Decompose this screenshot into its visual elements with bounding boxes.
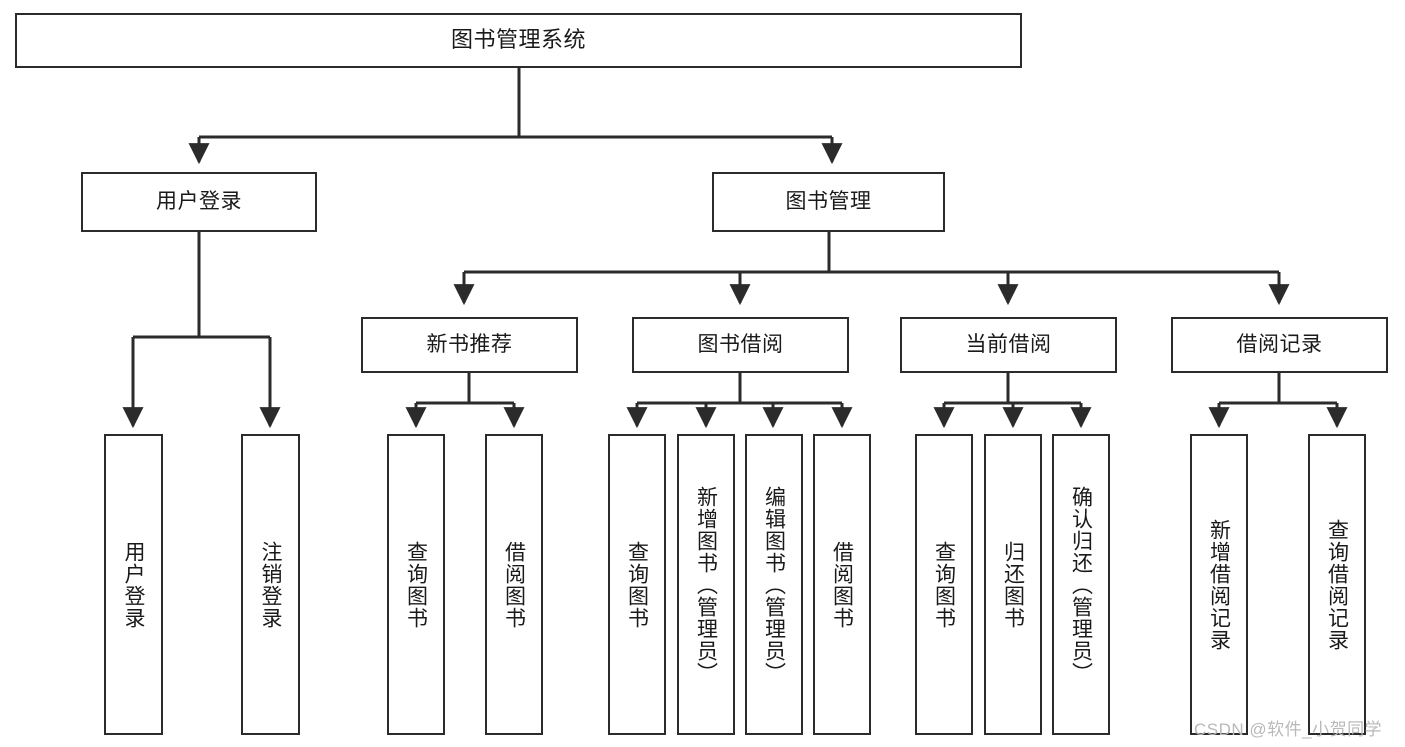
node-label: 用户登录 (122, 540, 145, 629)
node-user-login[interactable]: 用户登录 (81, 172, 317, 232)
node-label: 图书管理系统 (450, 27, 586, 53)
node-label: 查询图书 (625, 540, 649, 629)
node-current-borrow[interactable]: 当前借阅 (900, 317, 1117, 373)
leaf-borrow-edit-book-admin[interactable]: 编辑图书（管理员） (745, 434, 803, 735)
leaf-borrow-borrow-book[interactable]: 借阅图书 (813, 434, 871, 735)
node-label: 确认归还（管理员） (1069, 485, 1093, 684)
leaf-current-return-book[interactable]: 归还图书 (984, 434, 1042, 735)
leaf-user-login[interactable]: 用户登录 (104, 434, 163, 735)
node-label: 借阅图书 (830, 540, 854, 629)
node-label: 编辑图书（管理员） (762, 485, 786, 684)
leaf-record-query-record[interactable]: 查询借阅记录 (1308, 434, 1366, 735)
csdn-watermark: CSDN @软件_小贺同学 (1194, 720, 1383, 739)
node-label: 图书管理 (785, 190, 872, 214)
node-label: 借阅记录 (1236, 333, 1323, 357)
node-label: 新增借阅记录 (1207, 518, 1231, 651)
node-label: 归还图书 (1001, 540, 1025, 629)
node-label: 查询图书 (932, 540, 956, 629)
leaf-current-confirm-return-admin[interactable]: 确认归还（管理员） (1052, 434, 1110, 735)
node-root-system[interactable]: 图书管理系统 (15, 13, 1022, 68)
node-label: 用户登录 (156, 190, 242, 214)
node-book-management[interactable]: 图书管理 (712, 172, 945, 232)
node-borrow-record[interactable]: 借阅记录 (1171, 317, 1388, 373)
node-label: 注销登录 (259, 540, 282, 629)
leaf-newbook-borrow-book[interactable]: 借阅图书 (485, 434, 543, 735)
node-new-book-recommend[interactable]: 新书推荐 (361, 317, 578, 373)
leaf-newbook-query-book[interactable]: 查询图书 (387, 434, 445, 735)
node-label: 新增图书（管理员） (694, 485, 718, 684)
node-label: 图书借阅 (697, 333, 784, 357)
leaf-user-logout[interactable]: 注销登录 (241, 434, 300, 735)
leaf-record-add-record[interactable]: 新增借阅记录 (1190, 434, 1248, 735)
leaf-borrow-add-book-admin[interactable]: 新增图书（管理员） (677, 434, 735, 735)
leaf-current-query-book[interactable]: 查询图书 (915, 434, 973, 735)
node-label: 当前借阅 (965, 333, 1052, 357)
node-label: 查询图书 (404, 540, 428, 629)
node-label: 借阅图书 (502, 540, 526, 629)
leaf-borrow-query-book[interactable]: 查询图书 (608, 434, 666, 735)
node-label: 查询借阅记录 (1325, 518, 1349, 651)
node-book-borrow[interactable]: 图书借阅 (632, 317, 849, 373)
node-label: 新书推荐 (426, 333, 513, 357)
